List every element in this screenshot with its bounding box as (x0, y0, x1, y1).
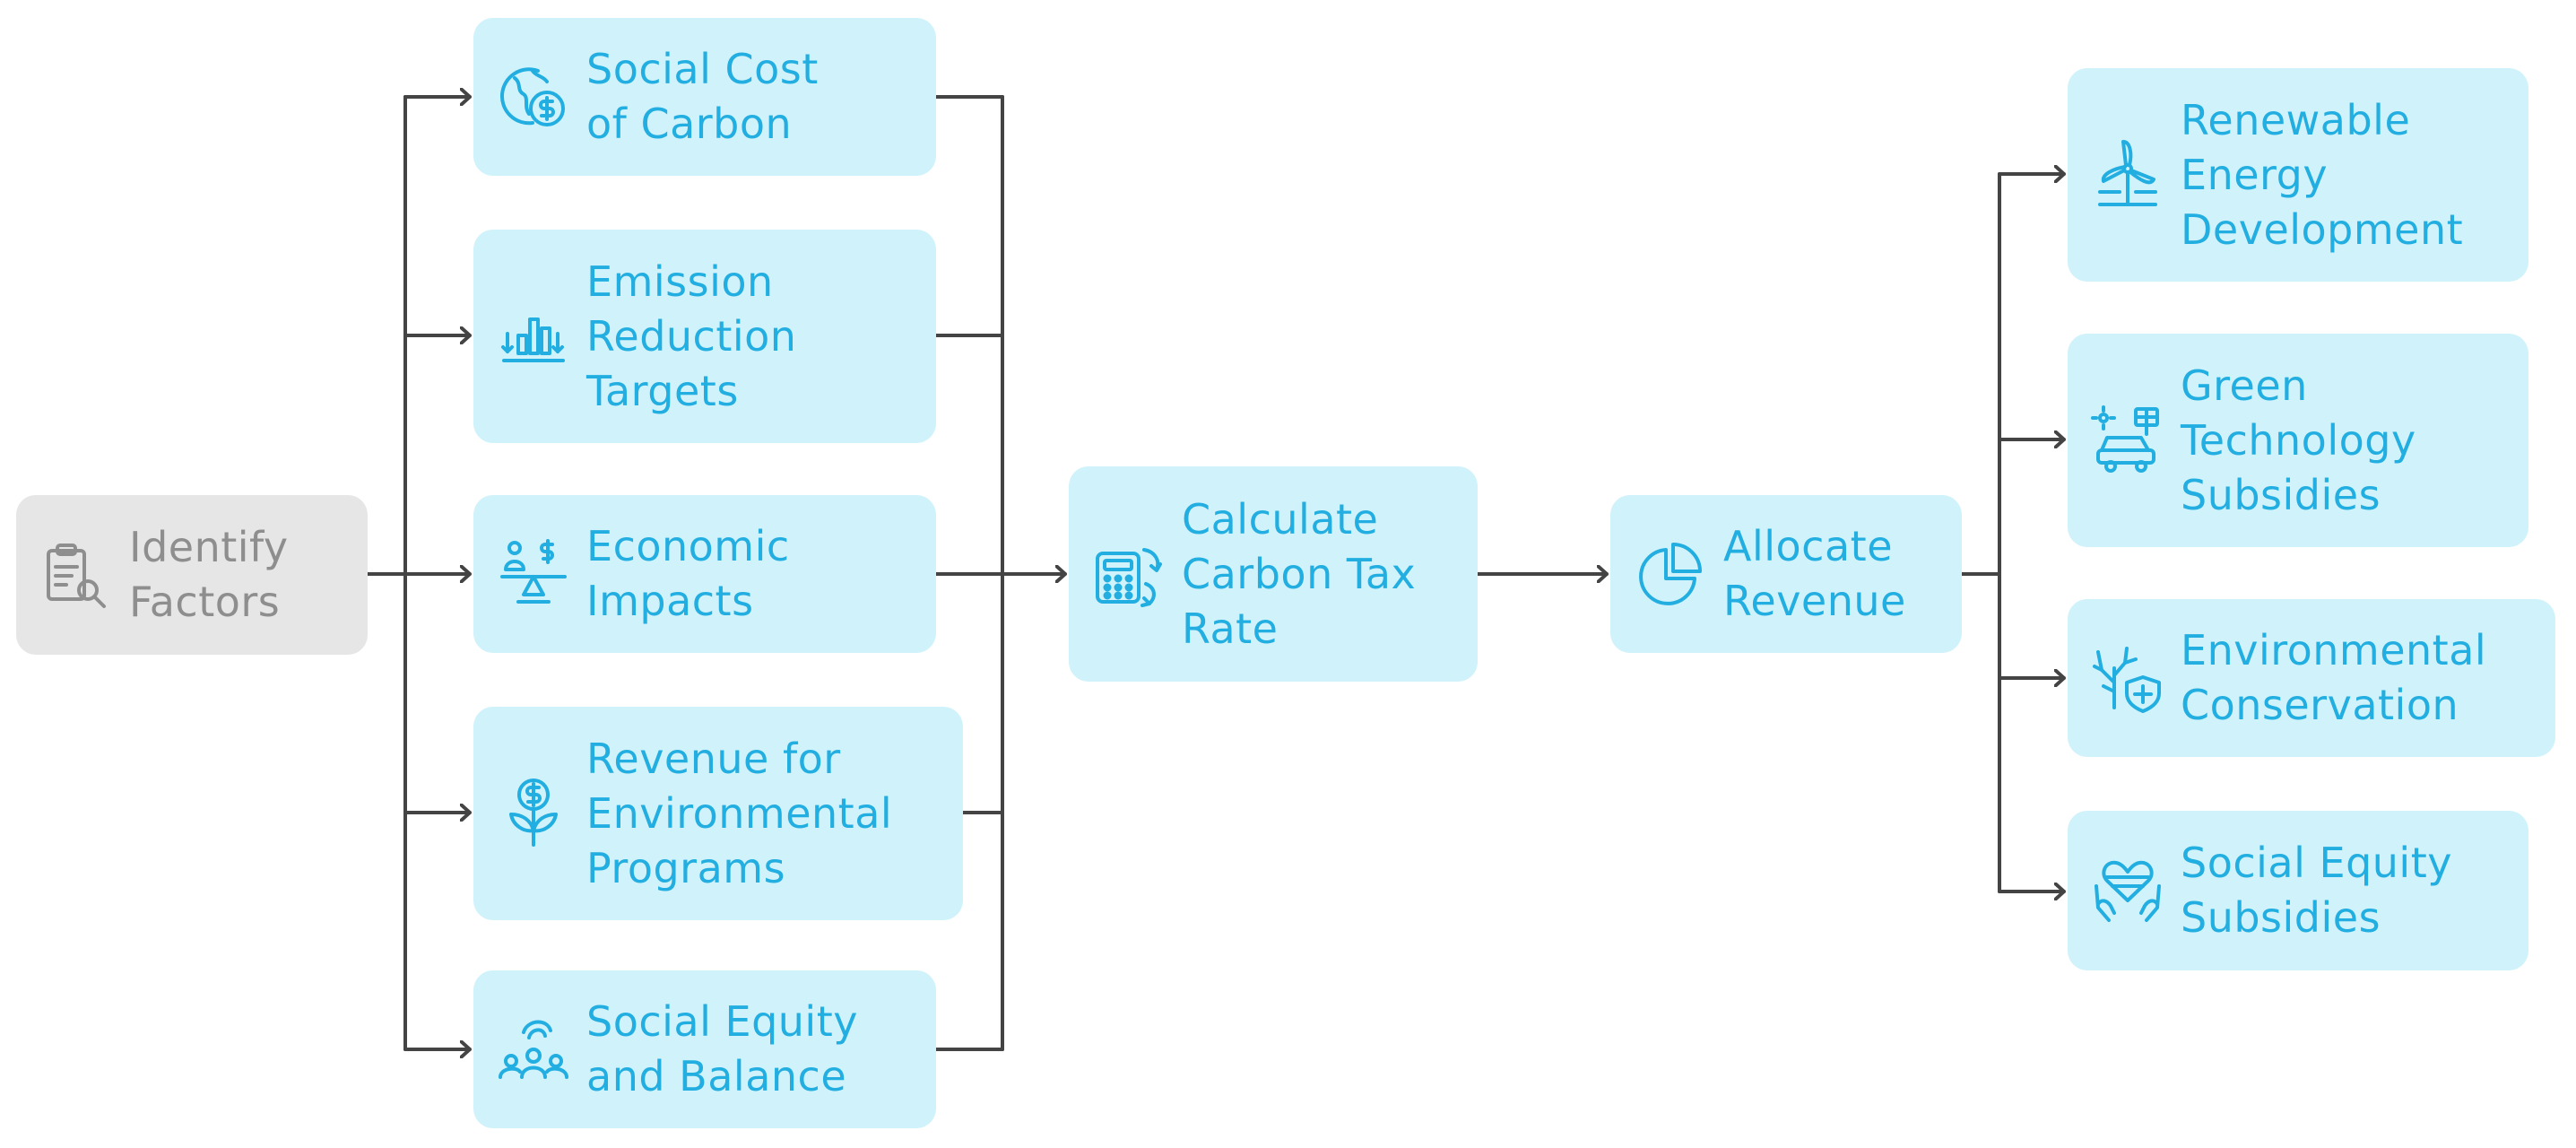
node-social-equity-subsidies: Social Equity Subsidies (2068, 811, 2528, 970)
node-allocate-revenue-label: Allocate Revenue (1723, 522, 1906, 625)
node-emission-reduction-targets-label: Emission Reduction Targets (586, 257, 797, 415)
node-green-technology-subsidies-label: Green Technology Subsidies (2181, 361, 2416, 519)
node-economic-impacts-label: Economic Impacts (586, 522, 790, 625)
node-social-cost-of-carbon-label: Social Cost of Carbon (586, 45, 819, 148)
electric-car-solar-icon (2091, 404, 2164, 477)
node-allocate-revenue: Allocate Revenue (1610, 495, 1962, 653)
globe-dollar-icon (497, 60, 570, 134)
node-revenue-for-environmental-programs-label: Revenue for Environmental Programs (586, 734, 893, 892)
calculator-refresh-icon (1092, 537, 1166, 611)
node-revenue-for-environmental-programs: Revenue for Environmental Programs (473, 707, 963, 920)
pie-chart-icon (1634, 537, 1707, 611)
scale-person-dollar-icon (497, 537, 570, 611)
node-identify-factors: Identify Factors (16, 495, 368, 655)
node-renewable-energy-development: Renewable Energy Development (2068, 68, 2528, 282)
hands-heart-icon (2091, 854, 2164, 927)
node-social-equity-and-balance: Social Equity and Balance (473, 970, 936, 1128)
node-social-equity-subsidies-label: Social Equity Subsidies (2181, 839, 2452, 942)
node-green-technology-subsidies: Green Technology Subsidies (2068, 334, 2528, 547)
wind-turbine-icon (2091, 138, 2164, 212)
bar-chart-down-icon (497, 300, 570, 373)
node-identify-factors-label: Identify Factors (129, 523, 289, 626)
dollar-plant-icon (497, 777, 570, 850)
node-economic-impacts: Economic Impacts (473, 495, 936, 653)
node-environmental-conservation: Environmental Conservation (2068, 599, 2555, 757)
tree-shield-icon (2091, 641, 2164, 715)
node-emission-reduction-targets: Emission Reduction Targets (473, 230, 936, 443)
clipboard-search-icon (39, 538, 113, 612)
node-social-equity-and-balance-label: Social Equity and Balance (586, 997, 858, 1100)
node-renewable-energy-development-label: Renewable Energy Development (2181, 95, 2464, 254)
node-social-cost-of-carbon: Social Cost of Carbon (473, 18, 936, 176)
node-environmental-conservation-label: Environmental Conservation (2181, 626, 2487, 729)
node-calculate-carbon-tax-rate-label: Calculate Carbon Tax Rate (1182, 494, 1417, 653)
node-calculate-carbon-tax-rate: Calculate Carbon Tax Rate (1069, 466, 1478, 682)
people-group-icon (497, 1013, 570, 1086)
